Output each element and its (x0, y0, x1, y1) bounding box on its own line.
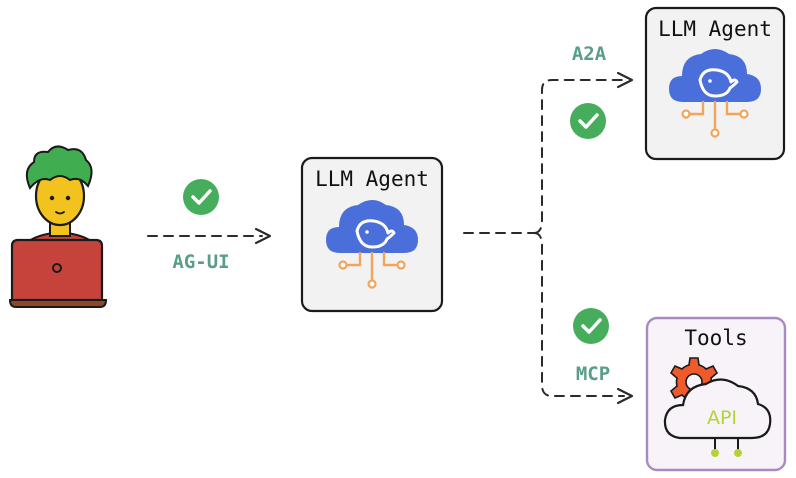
circuit-lines (681, 100, 749, 138)
main-agent-box: LLM Agent (300, 156, 444, 313)
laptop-icon (8, 238, 108, 308)
cloud-icon (669, 49, 761, 102)
remote-agent-title: LLM Agent (658, 17, 772, 41)
branch-lower-path (533, 232, 625, 397)
branch-upper-path (533, 79, 625, 234)
ag-ui-arrowhead (254, 227, 272, 245)
a2a-arrowhead (616, 71, 634, 89)
main-agent-title: LLM Agent (315, 167, 429, 191)
user-at-laptop (8, 145, 108, 308)
whale-icon (355, 219, 396, 249)
mcp-arrowhead (616, 387, 634, 405)
a2a-annotation: A2A (570, 43, 607, 139)
cloud-icon (326, 200, 418, 253)
remote-agent-box: LLM Agent (644, 6, 786, 161)
branch-connector (463, 71, 634, 405)
check-icon (573, 308, 609, 344)
whale-icon (698, 68, 739, 98)
tools-box: Tools API (645, 316, 787, 472)
user-icon (18, 145, 102, 256)
check-icon (570, 103, 606, 139)
ag-ui-label: AG-UI (172, 251, 229, 273)
api-label: API (707, 407, 737, 429)
mcp-label: MCP (576, 363, 610, 385)
a2a-label: A2A (572, 43, 607, 65)
mcp-annotation: MCP (573, 308, 610, 385)
tools-title: Tools (684, 326, 747, 350)
api-cloud-icon (663, 378, 772, 457)
ag-ui-connector: AG-UI (147, 179, 272, 273)
circuit-lines (338, 251, 406, 289)
check-icon (183, 179, 219, 215)
